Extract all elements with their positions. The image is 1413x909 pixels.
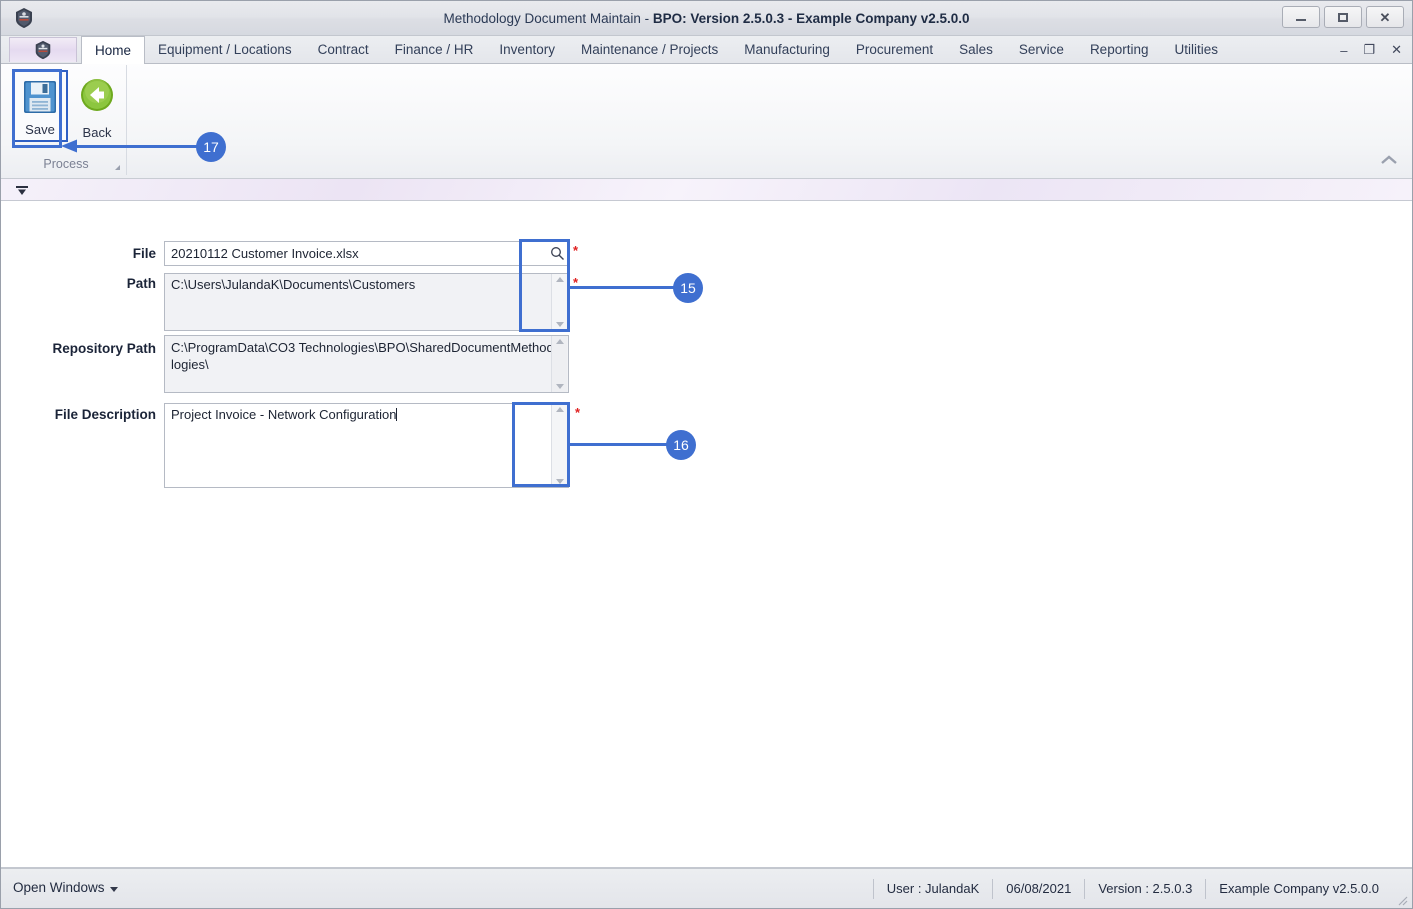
open-windows-button[interactable]: Open Windows [13, 880, 118, 895]
scroll-down-icon[interactable] [555, 479, 564, 484]
back-button[interactable]: Back [69, 70, 125, 142]
window-title-plain: Methodology Document Maintain - [443, 11, 653, 26]
main-tab-bar: Home Equipment / Locations Contract Fina… [1, 36, 1412, 65]
status-bar: Open Windows User : JulandaK 06/08/2021 … [1, 868, 1412, 908]
repository-path-label: Repository Path [52, 341, 156, 356]
tab-finance-hr[interactable]: Finance / HR [394, 42, 474, 57]
title-bar: Methodology Document Maintain - BPO: Ver… [1, 1, 1412, 36]
file-description-textarea[interactable]: Project Invoice - Network Configuration [164, 403, 569, 488]
close-button[interactable]: ✕ [1366, 6, 1404, 28]
ribbon-group-label: Process [43, 157, 89, 171]
scroll-up-icon[interactable] [555, 339, 564, 344]
path-label: Path [126, 276, 156, 291]
ribbon-group-process: Save Back Process [5, 65, 127, 175]
ribbon-empty-area [128, 65, 1409, 175]
tab-contract[interactable]: Contract [317, 42, 369, 57]
annotation-marker-17: 17 [196, 132, 226, 162]
window-title: Methodology Document Maintain - BPO: Ver… [1, 1, 1412, 36]
file-input[interactable] [164, 241, 569, 266]
file-label: File [132, 246, 156, 261]
minimize-icon [1296, 19, 1306, 21]
file-description-value: Project Invoice - Network Configuration [171, 407, 397, 422]
tab-equipment-locations[interactable]: Equipment / Locations [158, 42, 292, 57]
window-title-bold: BPO: Version 2.5.0.3 - Example Company v… [652, 11, 970, 26]
document-close-icon[interactable]: ✕ [1391, 42, 1402, 57]
repository-path-textarea: C:\ProgramData\CO3 Technologies\BPO\Shar… [164, 335, 569, 393]
maximize-icon [1338, 12, 1348, 22]
path-value: C:\Users\JulandaK\Documents\Customers [171, 277, 416, 292]
repository-path-scrollbar[interactable] [551, 336, 567, 392]
scroll-up-icon[interactable] [555, 407, 564, 412]
annotation-line-16 [567, 443, 673, 446]
application-menu-button[interactable] [9, 37, 77, 62]
annotation-marker-16: 16 [666, 430, 696, 460]
tab-reporting[interactable]: Reporting [1089, 42, 1149, 57]
save-button-label: Save [25, 122, 55, 137]
tab-home[interactable]: Home [81, 36, 146, 65]
path-textarea[interactable]: C:\Users\JulandaK\Documents\Customers [164, 273, 569, 331]
back-button-label: Back [82, 125, 112, 140]
ribbon-collapse-icon[interactable] [1380, 154, 1398, 172]
tab-sales[interactable]: Sales [959, 42, 993, 57]
annotation-marker-15: 15 [673, 273, 703, 303]
form-canvas: File * Path C:\Users\JulandaK\Documents\… [1, 201, 1412, 868]
chevron-down-icon [109, 886, 118, 892]
dialog-launcher-icon[interactable] [115, 165, 120, 170]
file-description-label: File Description [54, 407, 156, 422]
document-restore-icon[interactable]: ❐ [1363, 42, 1376, 57]
ribbon-surface: Save Back Process [1, 64, 1412, 178]
path-scrollbar[interactable] [551, 274, 567, 330]
tab-list: Home Equipment / Locations Contract Fina… [81, 36, 1231, 65]
close-icon: ✕ [1379, 9, 1391, 25]
tab-service[interactable]: Service [1018, 42, 1064, 57]
file-description-scrollbar[interactable] [551, 404, 567, 487]
status-bar-info: User : JulandaK 06/08/2021 Version : 2.5… [872, 869, 1392, 908]
scroll-down-icon[interactable] [555, 322, 564, 327]
annotation-line-17 [69, 145, 201, 148]
document-window-controls: – ❐ ✕ [1340, 36, 1402, 64]
tab-utilities[interactable]: Utilities [1174, 42, 1218, 57]
save-button[interactable]: Save [12, 70, 68, 142]
green-back-arrow-icon [78, 76, 116, 119]
scroll-down-icon[interactable] [555, 384, 564, 389]
maximize-button[interactable] [1324, 6, 1362, 28]
app-menu-logo-icon [35, 40, 51, 60]
path-required-marker: * [573, 275, 579, 290]
ribbon: Save Back Process [1, 64, 1412, 179]
text-caret [396, 408, 398, 421]
file-required-marker: * [573, 243, 579, 258]
tab-maintenance-projects[interactable]: Maintenance / Projects [580, 42, 719, 57]
annotation-arrowhead-17 [61, 139, 77, 153]
floppy-disk-icon [21, 78, 59, 116]
scroll-up-icon[interactable] [555, 277, 564, 282]
tab-procurement[interactable]: Procurement [855, 42, 934, 57]
status-date: 06/08/2021 [992, 879, 1084, 899]
status-company: Example Company v2.5.0.0 [1205, 879, 1392, 899]
status-version: Version : 2.5.0.3 [1084, 879, 1205, 899]
status-user: User : JulandaK [872, 879, 993, 899]
tab-inventory[interactable]: Inventory [499, 42, 555, 57]
minimize-button[interactable] [1282, 6, 1320, 28]
file-description-required-marker: * [575, 405, 581, 420]
app-logo-icon [13, 7, 35, 29]
open-windows-label: Open Windows [13, 880, 105, 895]
resize-grip-icon[interactable] [1396, 893, 1408, 906]
tab-manufacturing[interactable]: Manufacturing [744, 42, 830, 57]
document-minimize-icon[interactable]: – [1340, 42, 1348, 58]
magnifier-icon[interactable] [550, 246, 565, 261]
repository-path-value: C:\ProgramData\CO3 Technologies\BPO\Shar… [171, 340, 561, 372]
filter-dropdown-icon[interactable] [15, 184, 29, 196]
window-controls: ✕ [1282, 6, 1404, 28]
quick-filter-bar [1, 179, 1412, 201]
annotation-line-15 [567, 286, 679, 289]
